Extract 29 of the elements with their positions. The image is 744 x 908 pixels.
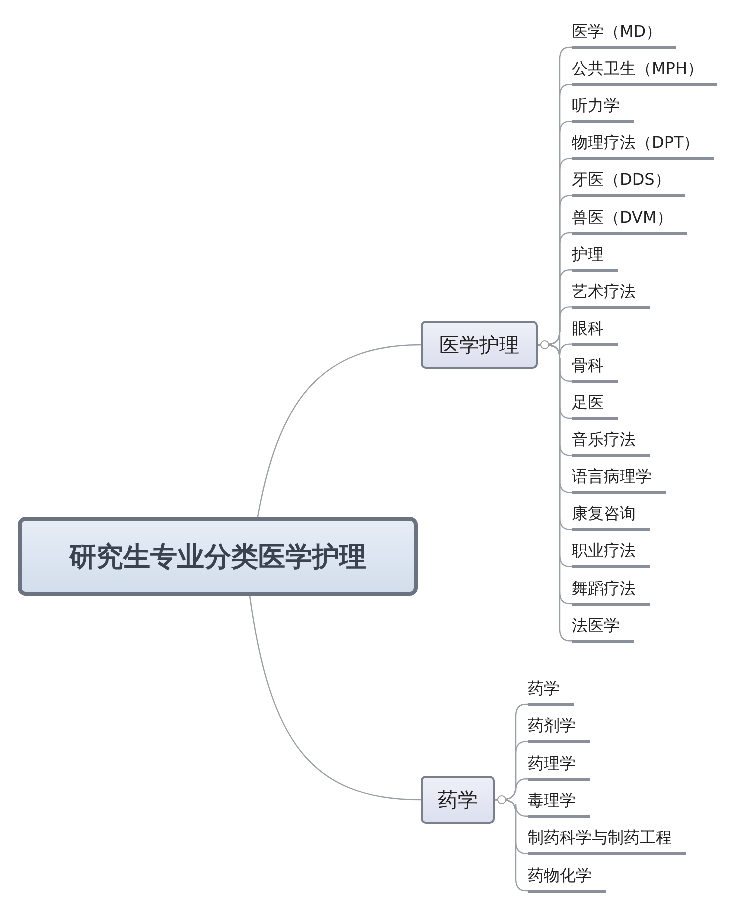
- subtopic-label: 兽医（DVM）: [572, 206, 687, 234]
- subtopic-label: 牙医（DDS）: [572, 169, 685, 198]
- subtopic-label: 语言病理学: [572, 466, 666, 494]
- subtopic-label: 制药科学与制药工程: [528, 827, 686, 856]
- connector-line: [249, 596, 422, 801]
- subtopic-label: 药学: [528, 678, 574, 706]
- subtopic-label: 法医学: [572, 614, 634, 643]
- subtopic-label: 听力学: [572, 95, 634, 124]
- subtopic-label: 骨科: [572, 354, 618, 383]
- connector-line: [495, 799, 528, 892]
- subtopic-label: 舞蹈疗法: [572, 578, 650, 606]
- subtopic-label: 艺术疗法: [572, 280, 650, 309]
- subtopic-label: 康复咨询: [572, 503, 650, 532]
- subtopic-label: 毒理学: [528, 790, 590, 818]
- subtopic-label: 职业疗法: [572, 540, 650, 568]
- subtopic-label: 眼科: [572, 318, 618, 346]
- subtopic-label: 音乐疗法: [572, 429, 650, 458]
- topic-box: 药学: [421, 776, 495, 824]
- subtopic-label: 医学（MD）: [572, 21, 676, 49]
- subtopic-label: 药剂学: [528, 715, 590, 744]
- topic-box: 医学护理: [421, 321, 538, 369]
- connector-line: [257, 344, 422, 518]
- subtopic-label: 药物化学: [528, 864, 606, 892]
- subtopic-label: 护理: [572, 244, 618, 272]
- subtopic-label: 公共卫生（MPH）: [572, 58, 718, 86]
- subtopic-label: 物理疗法（DPT）: [572, 132, 714, 160]
- subtopic-label: 药理学: [528, 752, 590, 781]
- root-topic-box: 研究生专业分类医学护理: [18, 517, 418, 596]
- subtopic-label: 足医: [572, 392, 618, 420]
